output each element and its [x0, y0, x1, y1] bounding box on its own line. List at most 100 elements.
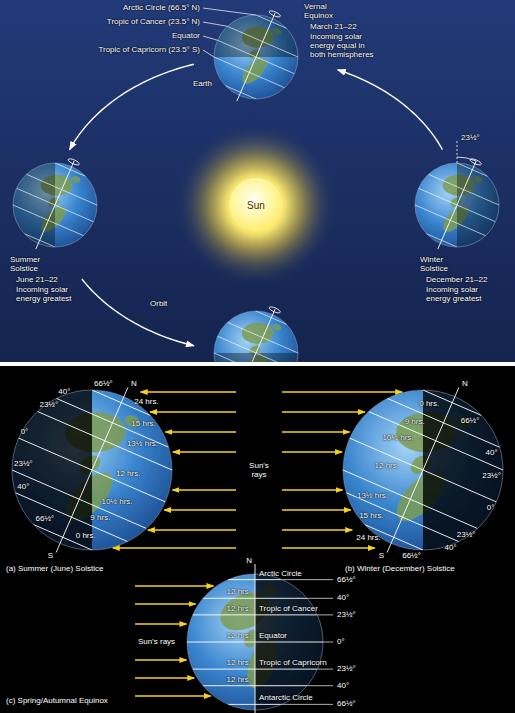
hemisphere-illustration	[10, 387, 505, 713]
latitude-label: 40°	[337, 594, 349, 602]
leader-line	[203, 50, 214, 57]
daylength-label: 12 hrs.	[116, 470, 140, 478]
sun-ray	[165, 431, 236, 433]
latitude-label: 23½°	[337, 665, 356, 673]
night-side	[423, 388, 505, 552]
circle-name-label: Arctic Circle	[259, 570, 302, 578]
season-label: Vernal Equinox	[304, 3, 352, 21]
night-side	[212, 13, 300, 57]
daylength-label: 24 hrs.	[356, 534, 380, 542]
latitude-label: 40°	[337, 682, 349, 690]
globe-surface	[10, 388, 172, 552]
latitude-label: 0°	[21, 428, 29, 436]
latitude-label: 40°	[58, 388, 70, 396]
daylength-label: 12 hrs.	[227, 632, 251, 640]
sun-ray	[282, 451, 342, 453]
sun-ray	[135, 677, 194, 679]
daylength-label: 15 hrs.	[131, 420, 155, 428]
earth-axis	[438, 161, 476, 249]
night-side	[11, 161, 55, 249]
sun-ray	[282, 411, 365, 413]
daylength-label: 10½ hrs.	[101, 498, 132, 506]
latitude-label: 66½°	[337, 576, 356, 584]
latitude-label: 66½°	[461, 417, 480, 425]
daylength-label: 12 hrs.	[227, 676, 251, 684]
earth-globe	[343, 387, 505, 552]
continent	[71, 175, 81, 184]
date-label: December 21–22	[426, 276, 487, 284]
latitude-label: 40°	[17, 483, 29, 491]
earth-label: Earth	[193, 80, 212, 88]
date-label: June 21–22	[16, 276, 58, 284]
latitude-label: 66½°	[94, 380, 113, 388]
panel-caption: (c) Spring/Autumnal Equinox	[6, 697, 108, 705]
sun-ray	[164, 509, 236, 511]
latitude-extension	[282, 704, 333, 705]
latitude-extension	[323, 642, 333, 643]
latitude-label: 0°	[337, 638, 345, 646]
latitude-line	[217, 336, 294, 362]
sun-glow	[174, 123, 338, 287]
globe-surface	[212, 311, 300, 362]
earth-globe	[212, 309, 300, 362]
latitude-label: 40°	[486, 449, 498, 457]
bottom-panel-ground	[0, 366, 515, 713]
night-side	[212, 353, 300, 362]
daylength-label: 13½ hrs.	[357, 492, 388, 500]
latitude-label: 66½°	[35, 515, 54, 523]
note-label: Incoming solar energy greatest	[426, 286, 488, 304]
tilt-angle-arc	[457, 157, 476, 161]
latitude-extension	[317, 614, 333, 615]
earth-axis	[255, 564, 256, 713]
orbit-arc	[338, 70, 443, 150]
sun-ray	[135, 603, 196, 605]
daylength-label: 12 hrs.	[227, 605, 251, 613]
earth-axis	[237, 309, 275, 362]
sun-ray	[282, 529, 352, 531]
daylength-label: 9 hrs.	[90, 514, 110, 522]
sun-ray	[141, 391, 236, 393]
latitude-label: 66½°	[402, 552, 421, 560]
earth-globe	[415, 161, 501, 249]
night-side	[457, 161, 501, 249]
globe-surface	[343, 388, 505, 552]
rays-label: Sun's rays	[241, 462, 277, 480]
panel-caption: (b) Winter (December) Solstice	[345, 565, 455, 573]
vertical-reference	[457, 140, 458, 163]
latitude-label: 0°	[487, 504, 495, 512]
rotation-arrow	[67, 158, 80, 166]
latitude-extension	[307, 598, 333, 599]
orbit-label: Orbit	[150, 300, 167, 308]
daylength-label: 10½ hrs.	[382, 434, 413, 442]
angle-label: 23½°	[461, 134, 480, 142]
circle-label: Arctic Circle (66.5° N)	[123, 4, 200, 12]
daylength-label: 0 hrs.	[419, 400, 439, 408]
top-panel-ground	[0, 0, 515, 362]
globe-surface	[11, 161, 97, 249]
rotation-arrow	[268, 10, 281, 18]
pole-label: N	[131, 380, 137, 388]
sun-rays	[113, 392, 402, 696]
sun-ray	[282, 547, 375, 549]
sun-ray	[135, 659, 186, 661]
circle-name-label: Equator	[259, 632, 287, 640]
earth-globe	[10, 387, 172, 552]
continent	[272, 323, 282, 332]
circle-name-label: Tropic of Capricorn	[259, 659, 327, 667]
sun-ray	[282, 489, 343, 491]
latitude-label: 23½°	[39, 401, 58, 409]
earth-axis	[36, 161, 74, 249]
leader-line	[203, 22, 227, 26]
latitude-extension	[307, 685, 333, 686]
sun-ray	[282, 509, 351, 511]
pole-label: S	[379, 552, 384, 560]
latitude-label: 23½°	[457, 531, 476, 539]
rays-label: Sun's rays	[138, 638, 175, 646]
sun-ray	[173, 451, 236, 453]
daylength-label: 0 hrs.	[76, 532, 96, 540]
rotation-arrow	[268, 306, 281, 314]
latitude-label: 66½°	[337, 700, 356, 708]
daylength-label: 15 hrs.	[359, 512, 383, 520]
